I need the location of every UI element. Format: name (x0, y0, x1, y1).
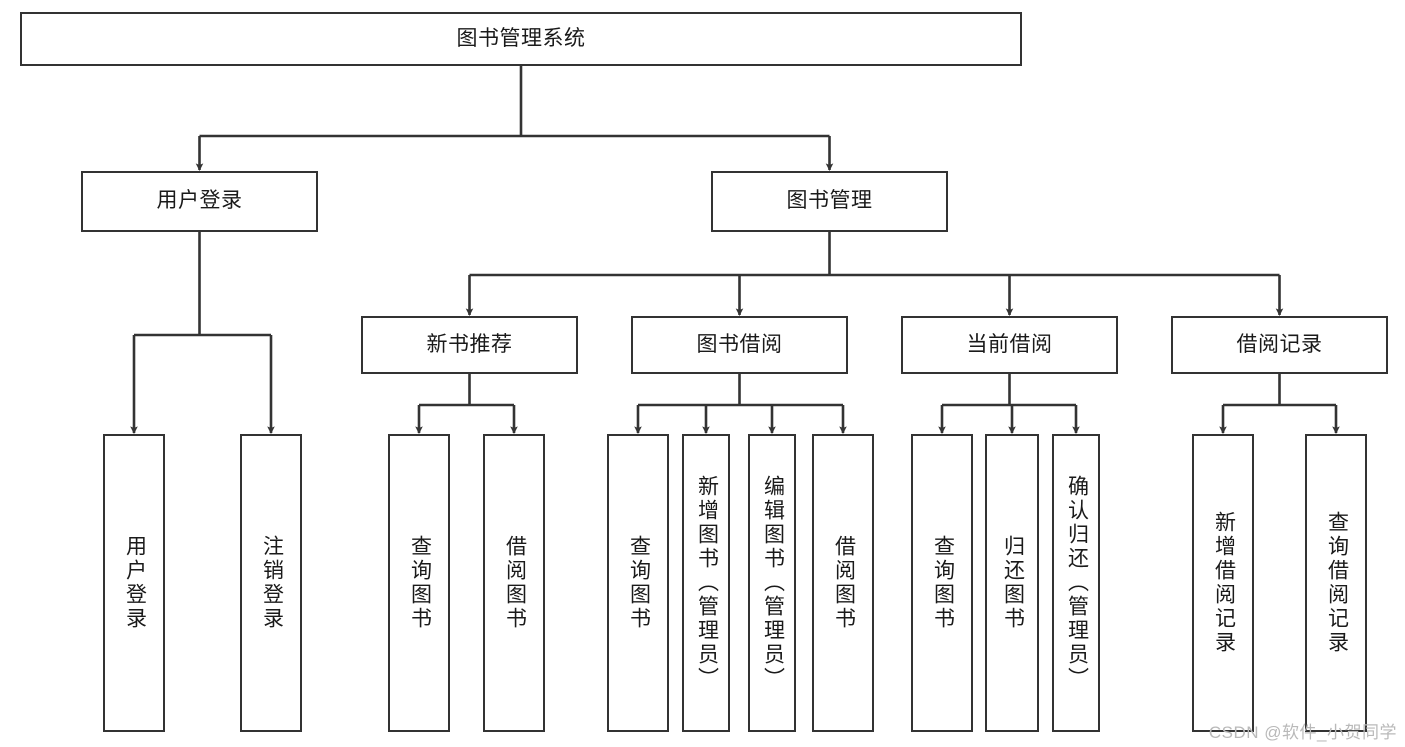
node-leaf-query-book-2[interactable]: 查询图书 (607, 434, 669, 732)
node-label: 查询图书 (408, 535, 432, 631)
node-label: 注销登录 (260, 535, 284, 631)
node-user-login[interactable]: 用户登录 (81, 171, 318, 232)
node-leaf-edit-book[interactable]: 编辑图书（管理员） (748, 434, 796, 732)
node-label: 确认归还（管理员） (1065, 475, 1089, 691)
node-label: 查询图书 (931, 535, 955, 631)
node-label: 新书推荐 (426, 332, 513, 356)
node-current-borrow[interactable]: 当前借阅 (901, 316, 1118, 374)
node-label: 用户登录 (123, 535, 147, 631)
node-label: 查询图书 (627, 535, 651, 631)
node-borrow-record[interactable]: 借阅记录 (1171, 316, 1388, 374)
node-leaf-return-book[interactable]: 归还图书 (985, 434, 1039, 732)
node-leaf-query-book-3[interactable]: 查询图书 (911, 434, 973, 732)
node-label: 用户登录 (156, 189, 243, 213)
node-label: 图书管理 (786, 189, 873, 213)
node-label: 借阅图书 (832, 535, 856, 631)
node-new-book-rec[interactable]: 新书推荐 (361, 316, 578, 374)
node-leaf-borrow-book-2[interactable]: 借阅图书 (812, 434, 874, 732)
node-label: 新增借阅记录 (1212, 511, 1236, 655)
node-root[interactable]: 图书管理系统 (20, 12, 1022, 66)
node-label: 查询借阅记录 (1325, 511, 1349, 655)
node-label: 编辑图书（管理员） (761, 475, 785, 691)
node-label: 图书借阅 (696, 332, 783, 356)
node-leaf-user-login[interactable]: 用户登录 (103, 434, 165, 732)
node-label: 借阅图书 (503, 535, 527, 631)
node-leaf-add-book[interactable]: 新增图书（管理员） (682, 434, 730, 732)
node-leaf-confirm-return[interactable]: 确认归还（管理员） (1052, 434, 1100, 732)
node-book-borrow[interactable]: 图书借阅 (631, 316, 848, 374)
node-book-manage[interactable]: 图书管理 (711, 171, 948, 232)
watermark: CSDN @软件_小贺同学 (1208, 723, 1397, 742)
edge-paths (130, 66, 1340, 435)
node-leaf-user-logout[interactable]: 注销登录 (240, 434, 302, 732)
node-leaf-query-book-1[interactable]: 查询图书 (388, 434, 450, 732)
node-label: 新增图书（管理员） (695, 475, 719, 691)
node-leaf-query-record[interactable]: 查询借阅记录 (1305, 434, 1367, 732)
node-leaf-add-record[interactable]: 新增借阅记录 (1192, 434, 1254, 732)
node-label: 归还图书 (1001, 535, 1025, 631)
node-label: 图书管理系统 (456, 26, 586, 50)
node-label: 当前借阅 (966, 332, 1053, 356)
node-leaf-borrow-book-1[interactable]: 借阅图书 (483, 434, 545, 732)
node-label: 借阅记录 (1236, 332, 1323, 356)
